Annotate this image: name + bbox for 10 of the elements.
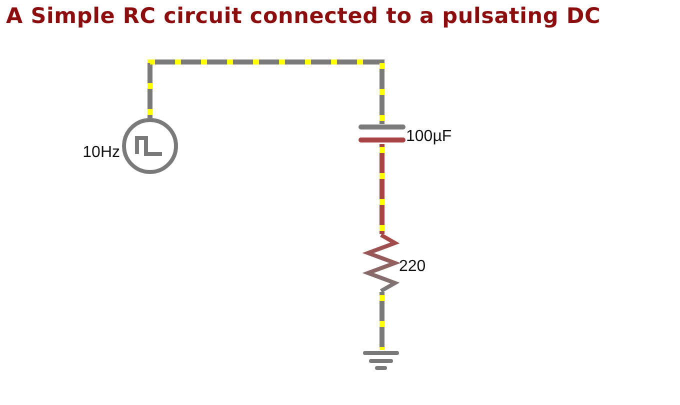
component-value-label: 100µF [406,128,452,146]
wire [148,60,384,124]
component-value-label: 220 [399,258,426,276]
ground-symbol [364,350,398,372]
capacitor-symbol [360,124,404,144]
wire [380,292,384,350]
component-value-label: 10Hz [82,144,120,162]
wire [380,144,384,234]
title: A Simple RC circuit connected to a pulsating DC [6,4,601,29]
pulse-source-symbol [122,118,178,174]
